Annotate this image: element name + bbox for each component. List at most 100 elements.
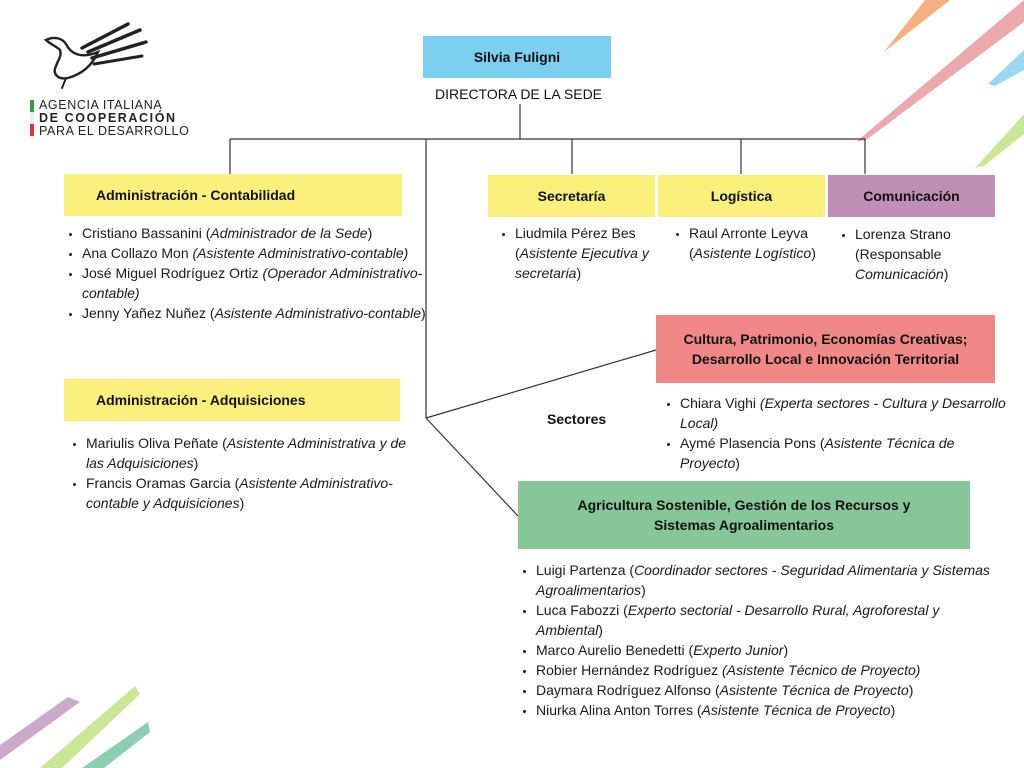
unit-contabilidad-title: Administración - Contabilidad [96, 186, 296, 203]
adquisiciones-staff-list: Mariulis Oliva Peñate (Asistente Adminis… [68, 433, 416, 513]
staff-role-close: ) [890, 702, 896, 718]
contabilidad-staff-list: Cristiano Bassanini (Administrador de la… [64, 223, 428, 323]
unit-cultura-box: Cultura, Patrimonio, Economías Creativas… [656, 315, 995, 383]
staff-name: Luca Fabozzi ( [536, 602, 628, 618]
staff-item: Niurka Alina Anton Torres (Asistente Téc… [536, 700, 992, 720]
staff-role-close: ) [641, 582, 646, 598]
staff-role-close: ) [367, 225, 373, 241]
staff-role: (Asistente Técnico de Proyecto) [722, 662, 921, 678]
director-name: Silvia Fuligni [473, 48, 561, 65]
teal-stroke-bottom [82, 722, 150, 768]
staff-name: Daymara Rodríguez Alfonso ( [536, 682, 720, 698]
unit-agricultura-box: Agricultura Sostenible, Gestión de los R… [518, 481, 970, 549]
staff-role-close: ) [783, 642, 789, 658]
cultura-staff-list: Chiara Vighi (Experta sectores - Cultura… [662, 393, 1010, 473]
staff-item: Ana Collazo Mon (Asistente Administrativ… [82, 243, 428, 263]
staff-name: Liudmila Pérez Bes ( [515, 225, 636, 261]
staff-role: Asistente Administrativo-contable y Adqu… [86, 475, 393, 511]
staff-name: Raul Arronte Leyva ( [689, 225, 809, 261]
staff-item: Robier Hernández Rodríguez (Asistente Té… [536, 660, 992, 680]
staff-name: Robier Hernández Rodríguez [536, 662, 722, 678]
green-stroke [975, 114, 1024, 168]
staff-item: Aymé Plasencia Pons (Asistente Técnica d… [680, 433, 1010, 473]
director-name-box: Silvia Fuligni [423, 36, 611, 78]
blue-stroke [988, 50, 1024, 86]
director-title: DIRECTORA DE LA SEDE [435, 86, 603, 102]
staff-item: Raul Arronte Leyva (Asistente Logístico) [689, 223, 844, 263]
staff-item: Jenny Yañez Nuñez (Asistente Administrat… [82, 303, 428, 323]
staff-name: Jenny Yañez Nuñez ( [82, 305, 215, 321]
staff-role: Coordinador sectores - Seguridad Aliment… [536, 562, 990, 598]
staff-role: Asistente Ejecutiva y secretaria [515, 245, 649, 281]
staff-item: Cristiano Bassanini (Administrador de la… [82, 223, 428, 243]
staff-name: Francis Oramas Garcia ( [86, 475, 240, 491]
purple-stroke-bottom [0, 697, 80, 760]
flag-bar-icon [30, 100, 34, 136]
staff-name: Aymé Plasencia Pons ( [680, 435, 825, 451]
staff-name: Chiara Vighi [680, 395, 760, 411]
staff-name: Lorenza Strano (Responsable [855, 226, 951, 262]
dove-logo-icon [43, 22, 148, 89]
agency-name-line3: PARA EL DESARROLLO [39, 124, 190, 138]
staff-item: Mariulis Oliva Peñate (Asistente Adminis… [86, 433, 416, 473]
staff-role-close: ) [239, 495, 245, 511]
staff-role-close: ) [576, 265, 582, 281]
staff-item: José Miguel Rodríguez Ortiz (Operador Ad… [82, 263, 428, 303]
unit-contabilidad-box: Administración - Contabilidad [64, 174, 402, 216]
staff-role-close: ) [908, 682, 914, 698]
unit-adquisiciones-box: Administración - Adquisiciones [64, 379, 400, 421]
unit-cultura-title: Cultura, Patrimonio, Economías Creativas… [683, 330, 968, 367]
unit-secretaria-box: Secretaría [488, 175, 655, 217]
staff-role: (Experta sectores - Cultura y Desarrollo… [680, 395, 1006, 431]
unit-adquisiciones-title: Administración - Adquisiciones [96, 391, 306, 408]
staff-item: Liudmila Pérez Bes (Asistente Ejecutiva … [515, 223, 675, 283]
staff-role: Asistente Técnica de Proyecto [719, 682, 909, 698]
staff-item: Marco Aurelio Benedetti (Experto Junior) [536, 640, 992, 660]
staff-item: Luigi Partenza (Coordinador sectores - S… [536, 560, 992, 600]
staff-role: Experto sectorial - Desarrollo Rural, Ag… [536, 602, 940, 638]
staff-name: Ana Collazo Mon [82, 245, 193, 261]
staff-item: Chiara Vighi (Experta sectores - Cultura… [680, 393, 1010, 433]
staff-name: Niurka Alina Anton Torres ( [536, 702, 702, 718]
staff-name: Marco Aurelio Benedetti ( [536, 642, 694, 658]
agency-name: AGENCIA ITALIANA DE COOPERACIÓN PARA EL … [39, 99, 189, 138]
unit-logistica-title: Logística [710, 187, 773, 204]
staff-name: Mariulis Oliva Peñate ( [86, 435, 227, 451]
staff-role: Asistente Logístico [693, 245, 812, 261]
orange-stroke [884, 0, 950, 52]
unit-secretaria-title: Secretaría [537, 187, 606, 204]
staff-role: Asistente Técnica de Proyecto [680, 435, 955, 471]
staff-role-close: ) [598, 622, 603, 638]
staff-item: Luca Fabozzi (Experto sectorial - Desarr… [536, 600, 992, 640]
staff-role: Experto Junior [693, 642, 784, 658]
staff-role-close: ) [193, 455, 199, 471]
pink-stroke [856, 0, 1024, 142]
agency-name-line2: DE COOPERACIÓN [39, 111, 177, 125]
staff-role-close: ) [811, 245, 816, 261]
sectores-label: Sectores [547, 411, 607, 427]
staff-name: José Miguel Rodríguez Ortiz [82, 265, 263, 281]
staff-role: Asistente Administrativa y de las Adquis… [86, 435, 407, 471]
staff-item: Daymara Rodríguez Alfonso (Asistente Téc… [536, 680, 992, 700]
logistica-staff-list: Raul Arronte Leyva (Asistente Logístico) [671, 223, 844, 263]
agency-name-line1: AGENCIA ITALIANA [39, 98, 163, 112]
staff-name: Cristiano Bassanini ( [82, 225, 211, 241]
staff-role: Administrador de la Sede [210, 225, 368, 241]
staff-role-close: ) [735, 455, 740, 471]
staff-role: Comunicación [855, 266, 944, 282]
staff-role-close: ) [943, 266, 949, 282]
unit-logistica-box: Logística [658, 175, 825, 217]
staff-role-close: ) [421, 305, 426, 321]
staff-role: (Asistente Administrativo-contable) [192, 245, 409, 261]
lime-stroke-bottom [40, 686, 140, 768]
unit-comunicacion-title: Comunicación [863, 187, 960, 204]
unit-agricultura-title: Agricultura Sostenible, Gestión de los R… [577, 496, 911, 533]
staff-item: Francis Oramas Garcia (Asistente Adminis… [86, 473, 416, 513]
agricultura-staff-list: Luigi Partenza (Coordinador sectores - S… [518, 560, 992, 720]
unit-comunicacion-box: Comunicación [828, 175, 995, 217]
staff-item: Lorenza Strano (Responsable Comunicación… [855, 224, 1005, 284]
comunicacion-staff-list: Lorenza Strano (Responsable Comunicación… [837, 224, 1005, 284]
staff-role: Asistente Administrativo-contable [214, 305, 422, 321]
staff-name: Luigi Partenza ( [536, 562, 635, 578]
